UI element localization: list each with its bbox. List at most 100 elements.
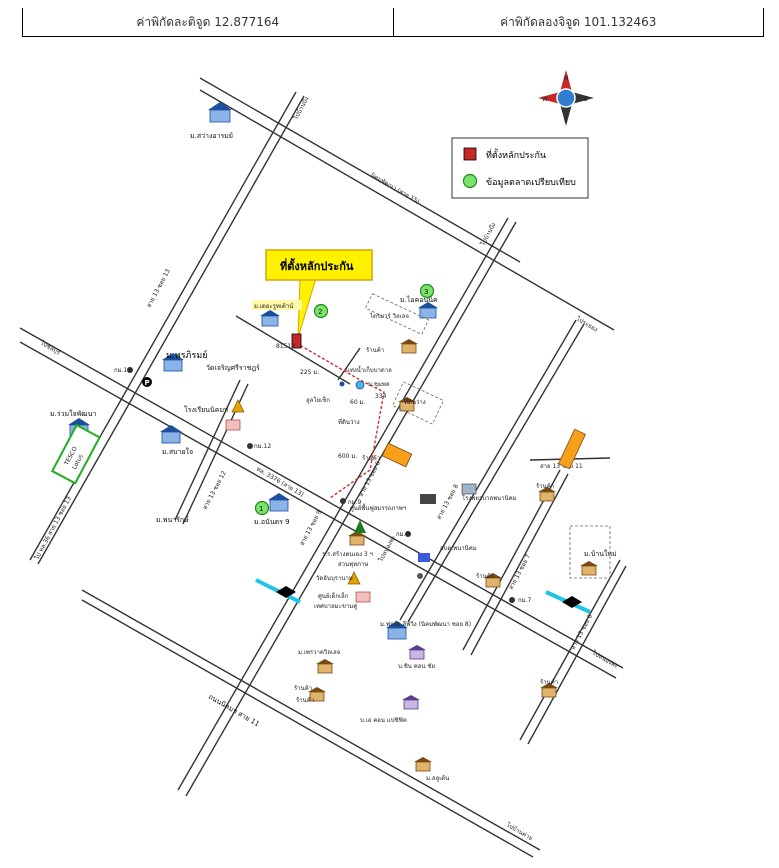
place-label: ร้านค้า — [536, 483, 554, 490]
legend-collateral-label: ที่ตั้งหลักประกัน — [486, 148, 546, 161]
shop-icon — [398, 397, 416, 412]
water-tank-icon — [355, 380, 365, 390]
house-icon — [408, 645, 426, 660]
plot-boundary — [569, 525, 611, 579]
road-soi-7-b — [470, 473, 569, 656]
place-label: กม.7 — [518, 597, 531, 604]
road-label-r11: สาย 13 ซอย 7 — [508, 553, 533, 591]
road-soi-8-b — [407, 323, 585, 623]
place-label: ม.สบายใจ — [162, 447, 193, 456]
km-marker-icon — [509, 597, 515, 603]
place-label: วัดเจริญศรีราชฎร์ — [206, 364, 260, 372]
place-label: ลูลโยเช็ก — [306, 395, 330, 404]
place-label: ม.บ้านใหม่ — [584, 549, 617, 558]
place-label: ร้านค้า — [366, 347, 384, 354]
rehab-center-icon — [420, 494, 436, 504]
shop-icon — [540, 683, 558, 698]
distance-60: 60 ม. — [350, 399, 365, 406]
place-label: ม.ฟอร์ธ ลีฟวิ่ง (นิคมพัฒนา ซอย 8) — [380, 620, 471, 628]
road-label-r8: ทล. 3376 (สาย 13) — [255, 466, 305, 499]
place-label: ร้านค้า — [362, 455, 380, 462]
road-label-r1: ไปบ้านบึง — [291, 95, 310, 122]
road-label-r10: สาย 13 ซอย 8 — [436, 483, 461, 521]
road-label-r6: สาย 13 ซอย 13 — [146, 268, 172, 309]
nursery-icon — [355, 591, 371, 603]
distance-225: 225 ม. — [300, 369, 319, 376]
canal-crossing-icon — [255, 578, 301, 604]
place-label: กม.13 — [114, 367, 131, 374]
shop-icon — [538, 487, 556, 502]
place-label: ม.อนันตร 9 — [254, 518, 290, 526]
road-nikhom-15-b — [199, 89, 615, 331]
place-label: ร.ร.สร้างตนเอง 3 ฯ — [322, 551, 373, 558]
shop-icon — [308, 687, 326, 702]
place-label: อบต.พนานิคม — [440, 545, 477, 552]
place-label: ม.ไอคอนนิค — [400, 295, 438, 304]
km-marker-icon — [247, 443, 253, 449]
shop-icon — [316, 659, 334, 674]
shop-icon — [580, 561, 598, 576]
longitude-cell: ค่าพิกัดลองจิจูด 101.132463 — [392, 8, 764, 36]
place-label: ม.เดอะรูทเต้าน์ — [254, 302, 293, 310]
svg-text:3: 3 — [424, 288, 428, 296]
roundabout-icon — [417, 573, 423, 579]
place-label: กม.12 — [254, 443, 271, 450]
place-label: ม.เพรวาควิลเลจ — [298, 649, 340, 656]
road-label-r18: ไปหนองพะ — [376, 534, 397, 564]
road-highway-3376-b — [19, 341, 617, 679]
market-marker-1: 1 — [254, 500, 270, 516]
legend-collateral-icon — [463, 147, 477, 161]
legend-market-icon — [462, 173, 478, 189]
place-label: กม.8 — [396, 531, 409, 538]
compass-w: W — [542, 96, 548, 103]
place-label: ม.ร่วมใจพัฒนา — [50, 409, 96, 418]
house-icon — [208, 102, 232, 123]
market-marker-3: 3 — [419, 283, 435, 299]
road-soi-12 — [174, 379, 241, 521]
compass-s: S — [564, 117, 568, 124]
market-marker-2: 2 — [313, 303, 329, 319]
building-icons: P — [68, 102, 598, 772]
road-soi-6 — [519, 559, 621, 741]
place-label: โรงพยาบาลพนานิคม — [462, 494, 517, 502]
place-label: ศูนย์พื้นฟูสมรรถภาพฯ — [350, 502, 406, 512]
place-label: ร้านค้า — [294, 685, 312, 692]
place-label: สวนพุทภาษ — [338, 561, 368, 568]
place-label: ม.พรภิรมย์ — [166, 349, 208, 361]
collateral-marker — [291, 333, 302, 349]
collateral-callout: ที่ตั้งหลักประกัน — [265, 249, 373, 339]
road-label-r17: สาย 13 ซอย 6 — [358, 460, 383, 498]
road-label-r16: ไป ทล.36 สาย 13 ซอย 13 — [32, 495, 73, 562]
place-label: บ.เอ คอน แปซิฟิค — [360, 717, 407, 724]
place-label: ม.สว่างอารมย์ — [190, 132, 233, 140]
route-to-collateral — [295, 342, 385, 499]
road-nikhom-11 — [81, 589, 541, 851]
plot-boundary — [392, 381, 444, 425]
place-label: เทศบาลมะขามคู่ — [314, 603, 357, 610]
canal-crossing-icon — [545, 590, 591, 614]
place-label: ศูนย์เด็กเล็ก — [318, 591, 349, 600]
vacant-land-marker — [381, 442, 413, 468]
tesco-lotus-icon: TESCO Lotus — [50, 423, 101, 485]
temple-icon — [347, 571, 361, 585]
place-label: โรงเรียนนิคมฯ — [184, 405, 228, 414]
house-icon — [386, 621, 408, 640]
road-soi-8 — [399, 319, 577, 621]
compass-n: N — [564, 75, 569, 82]
road-labels: ไปบ้านบึง นิคมพัฒนา (สาย 15) ไปบ้านบึง ไ… — [32, 95, 620, 842]
house-icon — [260, 310, 280, 327]
road-label-r9: สาย 13 ซอย 9 — [299, 509, 324, 547]
km-marker-icon — [127, 367, 133, 373]
place-label: ม.ชุมพล — [368, 381, 390, 388]
tree-icon — [354, 520, 366, 533]
road-nikhom-11-b — [81, 599, 534, 858]
house-icon — [162, 353, 184, 372]
road-nikhom-15 — [199, 77, 521, 263]
house-icon — [160, 425, 182, 444]
place-label: ม.พนารักษ์ — [156, 516, 189, 524]
parking-icon — [142, 377, 152, 387]
km-marker-icon — [340, 498, 346, 504]
house-icon — [268, 493, 290, 512]
latitude-cell: ค่าพิกัดละติจูด 12.877164 — [136, 14, 280, 29]
